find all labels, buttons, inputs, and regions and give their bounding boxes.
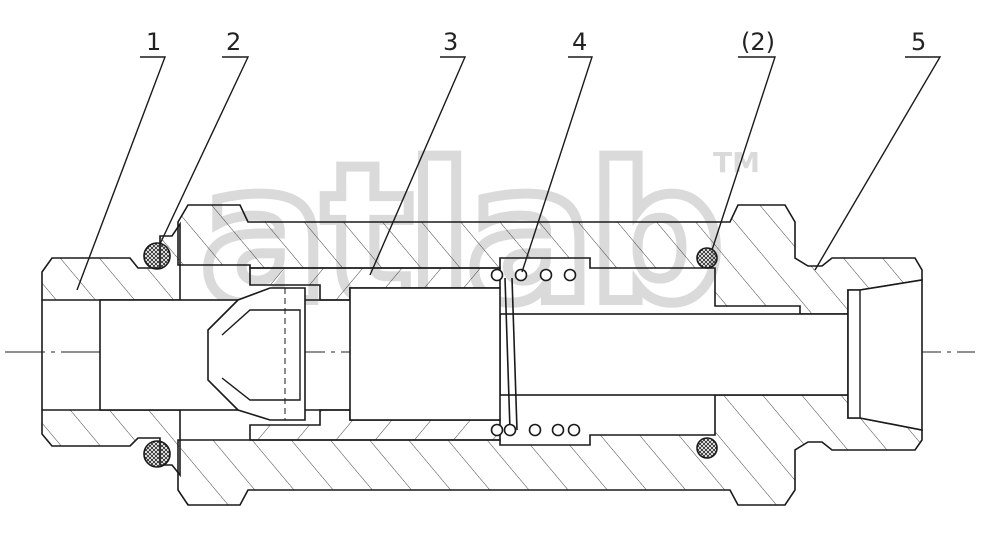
- callout-labels: 1 2 3 4 (2) 5: [146, 28, 926, 56]
- callout-5: 5: [911, 28, 926, 56]
- part-4-spring: [490, 268, 581, 437]
- part-5-main-body: [177, 204, 923, 506]
- callout-1: 1: [146, 28, 161, 56]
- part-2-o-rings: [143, 242, 718, 468]
- callout-3: 3: [443, 28, 458, 56]
- callout-2: 2: [226, 28, 241, 56]
- part-3-valve-poppet: [207, 267, 501, 441]
- callout-4: 4: [572, 28, 587, 56]
- leader-lines: [76, 56, 942, 291]
- callout-2b: (2): [741, 28, 775, 56]
